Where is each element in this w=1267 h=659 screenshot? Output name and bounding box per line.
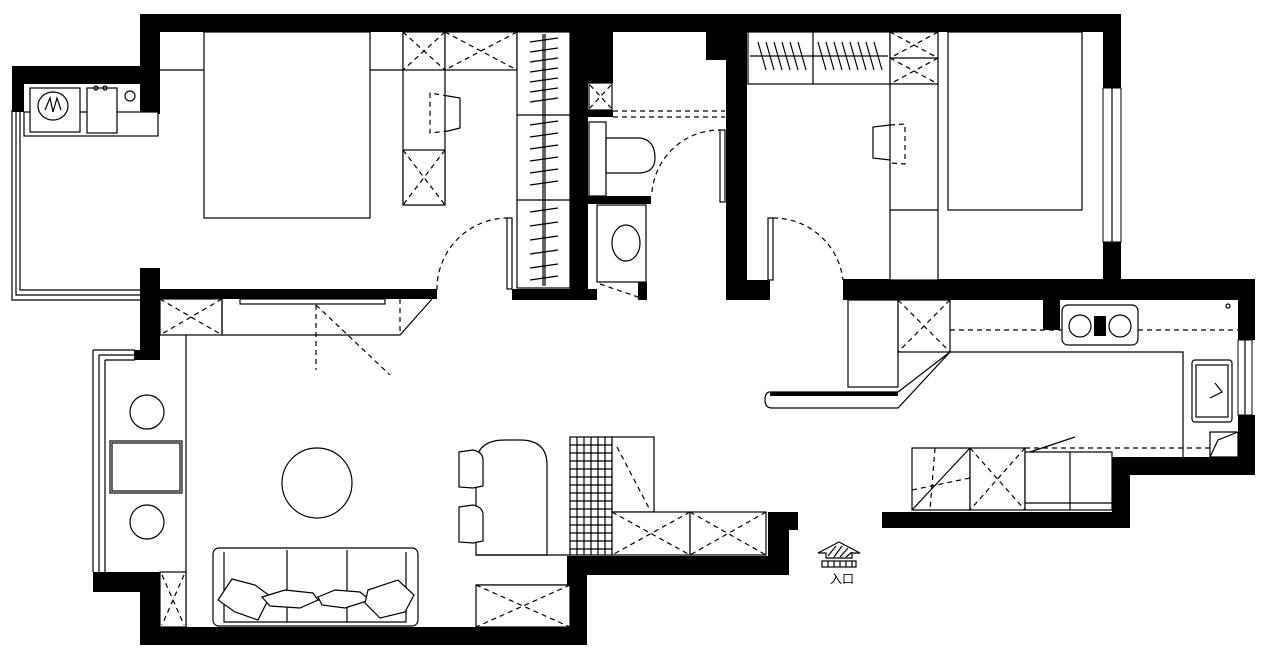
cushion — [217, 578, 271, 621]
bed — [947, 31, 1083, 211]
balcony-window — [11, 110, 140, 301]
wall — [638, 282, 647, 300]
wall — [706, 32, 726, 60]
wall — [843, 279, 1255, 300]
wall — [588, 196, 651, 204]
bedroom-1 — [160, 31, 571, 291]
wall — [140, 627, 587, 645]
burner-icon — [1108, 314, 1132, 338]
bathroom — [588, 82, 726, 298]
door-swing — [436, 217, 508, 291]
wall — [93, 572, 160, 592]
coffee-table — [281, 447, 353, 519]
door-leaf — [506, 217, 513, 290]
bar-table — [475, 439, 548, 556]
door-leaf — [719, 129, 726, 203]
wall — [1043, 300, 1060, 330]
wall — [512, 289, 597, 300]
wall — [12, 66, 160, 84]
desk-chair — [429, 92, 449, 134]
desk — [889, 83, 939, 281]
tea-table — [109, 440, 183, 494]
door-swing — [772, 217, 844, 281]
wall — [1112, 457, 1130, 528]
floor-drain-icon — [124, 90, 136, 102]
tv — [239, 298, 386, 305]
wall — [12, 66, 24, 112]
cushion — [364, 579, 415, 619]
toilet-bowl — [605, 137, 656, 174]
cushion — [260, 589, 319, 609]
laundry-sink — [86, 87, 118, 134]
floor-drain-box — [588, 82, 613, 111]
washer-dryer — [1024, 451, 1113, 511]
side-table — [129, 394, 165, 430]
wall — [134, 350, 160, 360]
entrance-marker — [817, 541, 861, 568]
burner-icon — [1068, 314, 1092, 338]
hangers — [757, 41, 883, 71]
kitchen-sink — [1191, 359, 1233, 423]
bedroom-2 — [747, 31, 1083, 281]
wall — [1238, 279, 1255, 340]
wall — [1103, 14, 1121, 88]
washing-machine — [29, 87, 81, 133]
bedroom2-window — [1102, 87, 1122, 243]
living-bay-window — [92, 349, 135, 572]
wall — [588, 32, 613, 83]
toilet-tank — [588, 121, 607, 197]
wall — [882, 512, 1130, 528]
wall — [570, 32, 588, 299]
wall — [726, 32, 747, 300]
wall — [160, 289, 437, 299]
wall — [1130, 457, 1255, 475]
vanity — [596, 204, 647, 283]
wardrobe — [747, 31, 891, 85]
wall — [726, 280, 770, 300]
kitchen — [764, 299, 1239, 511]
washbasin — [611, 224, 641, 262]
walls — [12, 14, 1255, 645]
bar-stool — [458, 449, 484, 489]
bed — [203, 31, 371, 219]
hangers — [529, 37, 559, 281]
stove-control — [1094, 316, 1106, 336]
shoe-cabinet — [475, 584, 571, 628]
entry-storage — [569, 436, 767, 556]
side-table — [129, 504, 165, 540]
cabinet — [159, 571, 187, 628]
fridge — [847, 299, 899, 388]
shower-screen — [613, 110, 725, 118]
wall — [588, 110, 613, 117]
wall — [567, 556, 587, 645]
entrance-label: 入口 — [830, 572, 854, 586]
living-room — [109, 298, 571, 628]
door-swing — [651, 129, 721, 193]
washing-machine-drum-icon — [37, 91, 69, 121]
balcony-laundry — [23, 85, 159, 137]
bar-stool — [458, 504, 484, 544]
wall — [140, 268, 160, 360]
wall — [569, 556, 789, 575]
wall — [1103, 242, 1121, 282]
kitchen-window — [1237, 339, 1253, 416]
door-leaf — [767, 217, 774, 281]
wall — [140, 14, 160, 114]
wall — [140, 14, 1121, 32]
